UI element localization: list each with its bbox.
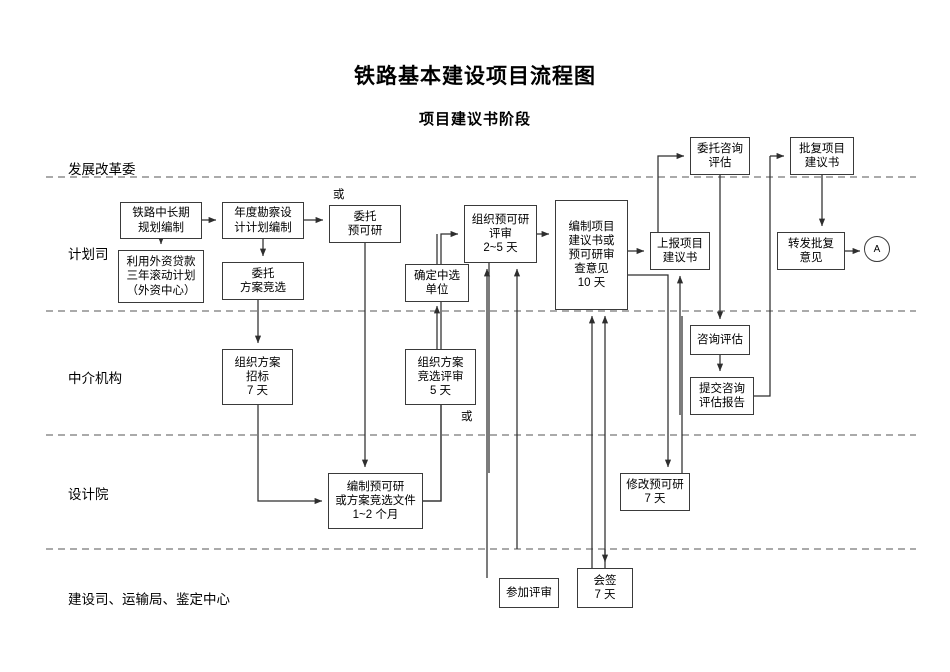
node-text-line: 批复项目 [799,142,845,155]
lane-label-lane-construction-transport-appraisal: 建设司、运输局、鉴定中心 [68,592,230,607]
node-text-line: 意见 [799,252,823,264]
node-text-line: 10 天 [577,277,606,290]
node-compile-proposal[interactable]: 编制项目建议书或预可研审查意见 10 天 [555,200,628,310]
node-text-line: 评估报告 [699,397,745,409]
node-text-line: 会签 [593,574,617,587]
node-text-line: 确定中选 [414,269,460,282]
node-text-line: （外资中心） [126,284,196,297]
node-text-line: 预可研审 [568,248,615,261]
node-text-line: 提交咨询 [699,382,745,395]
node-text-line: 年度勘察设 [234,207,292,220]
node-text-line: 5 天 [429,385,452,397]
node-countersign[interactable]: 会签 7 天 [577,568,633,608]
connector-a[interactable]: A [864,236,890,262]
node-text-line: 单位 [425,284,449,296]
node-text-line: 评估 [708,157,732,169]
node-text-line: 预可研 [347,225,383,237]
lane-dividers [46,176,916,550]
node-text-line: 建议书 [662,252,698,264]
lane-label-lane-development-reform: 发展改革委 [68,162,136,177]
node-approve-proposal[interactable]: 批复项目建议书 [790,137,854,175]
node-text-line: 查意见 [574,263,609,275]
node-text-line: 铁路中长期 [132,207,190,220]
node-text-line: 规划编制 [138,221,184,234]
node-text-line: 计计划编制 [234,221,292,234]
node-text-line: 建议书或 [568,234,615,247]
node-submit-proposal[interactable]: 上报项目建议书 [650,232,710,270]
node-text-line: 1~2 个月 [352,509,399,521]
node-text-line: 竞选评审 [417,370,464,383]
node-confirm-winner[interactable]: 确定中选单位 [405,264,469,302]
node-text-line: 或方案竞选文件 [335,494,416,507]
node-text-line: 2~5 天 [483,242,518,254]
node-annual-survey-plan[interactable]: 年度勘察设计计划编制 [222,202,304,239]
node-text-line: 委托 [251,267,275,280]
node-text-line: 咨询评估 [697,333,743,346]
node-entrust-consult[interactable]: 委托咨询评估 [690,137,750,175]
node-text-line: 建议书 [804,157,840,169]
node-text-line: 修改预可研 [626,478,684,491]
node-text-line: 委托咨询 [697,142,743,155]
node-text-line: 组织预可研 [471,213,530,226]
node-text-line: 组织方案 [234,356,281,369]
lane-label-lane-design-institute: 设计院 [68,487,109,502]
node-organize-review[interactable]: 组织预可研评审 2~5 天 [464,205,537,263]
node-text-line: 参加评审 [506,586,552,599]
node-revise-prefeas[interactable]: 修改预可研 7 天 [620,473,690,511]
node-submit-report[interactable]: 提交咨询评估报告 [690,377,754,415]
node-scheme-review[interactable]: 组织方案竞选评审 5 天 [405,349,476,405]
node-text-line: 利用外资贷款 [126,256,196,269]
node-text-line: 方案竞选 [240,282,286,294]
page-title: 铁路基本建设项目流程图 [354,65,596,88]
node-midlong-plan[interactable]: 铁路中长期规划编制 [120,202,202,239]
node-text-line: 7 天 [246,385,269,397]
node-text-line: 7 天 [644,493,666,505]
node-text-line: 编制项目 [568,220,615,233]
or-label-mid: 或 [461,411,473,423]
node-foreign-loan[interactable]: 利用外资贷款三年滚动计划（外资中心） [118,250,204,303]
or-label-top: 或 [333,189,345,201]
lane-label-lane-planning-department: 计划司 [68,247,109,262]
node-text-line: 编制预可研 [346,480,405,493]
node-text-line: 组织方案 [417,356,464,369]
node-text-line: 评审 [489,227,512,240]
node-text-line: 委托 [353,210,377,223]
node-entrust-scheme[interactable]: 委托方案竞选 [222,262,304,300]
node-join-review[interactable]: 参加评审 [499,578,559,608]
node-forward-approval[interactable]: 转发批复意见 [777,232,845,270]
node-text-line: 上报项目 [657,237,703,250]
node-text-line: 7 天 [594,589,616,601]
node-text-line: 三年滚动计划 [126,270,196,283]
node-entrust-prefeas[interactable]: 委托预可研 [329,205,401,243]
node-consult-assess[interactable]: 咨询评估 [690,325,750,355]
page-subtitle: 项目建议书阶段 [418,111,531,128]
node-text-line: 转发批复 [788,237,834,250]
node-compile-prefeas[interactable]: 编制预可研或方案竞选文件 1~2 个月 [328,473,423,529]
node-text-line: 招标 [246,370,269,383]
node-organize-bid[interactable]: 组织方案招标 7 天 [222,349,293,405]
lane-label-lane-intermediary: 中介机构 [68,371,122,386]
